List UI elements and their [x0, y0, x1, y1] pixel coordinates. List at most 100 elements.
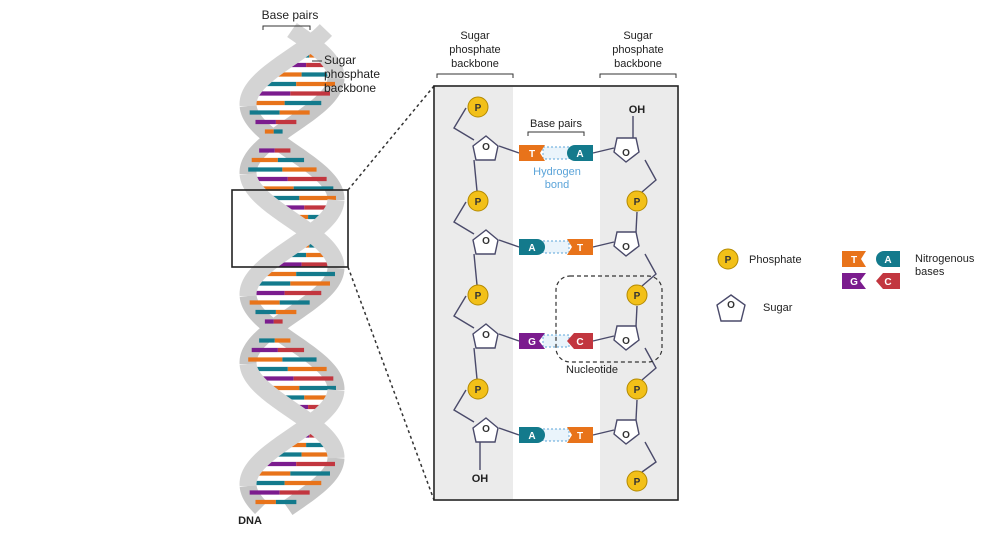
helix-base-pairs-label: Base pairs: [262, 8, 319, 22]
legend-sugar-letter: O: [727, 300, 735, 311]
right-backbone-label-2: phosphate: [612, 44, 663, 56]
helix-ribbon-front: [287, 22, 345, 79]
legend-phosphate-letter: P: [725, 255, 732, 266]
base-letter: T: [851, 255, 857, 266]
helix-ribbon-front: [239, 362, 345, 459]
left-backbone-label-3: backbone: [451, 58, 499, 70]
base-A-tag: A: [519, 239, 545, 255]
hydrogen-bond-label-2: bond: [545, 179, 569, 191]
legend-sugar-label: Sugar: [763, 302, 793, 314]
legend-bases-label-1: Nitrogenous: [915, 253, 975, 265]
base-letter: T: [577, 431, 583, 442]
oh-bottom-label: OH: [472, 473, 489, 485]
sugar-ring: [613, 231, 640, 257]
oh-top-label: OH: [629, 104, 646, 116]
base-C-tag: C: [567, 333, 593, 349]
base-letter: T: [529, 149, 535, 160]
helix-ribbon-front: [239, 389, 345, 487]
phosphate-circle: P: [626, 470, 648, 492]
sugar-o-label: O: [482, 142, 490, 153]
helix-backbone-label-3: backbone: [324, 81, 376, 95]
phosphate-circle: P: [467, 378, 489, 400]
sugar-ring: [472, 323, 499, 349]
base-T-tag: T: [519, 145, 545, 161]
base-T-tag: T: [567, 239, 593, 255]
sugar-ring: [472, 417, 499, 443]
helix-ribbon-front: [239, 199, 345, 297]
right-backbone-bracket: [599, 73, 677, 78]
helix-ribbon-front: [239, 24, 333, 107]
base-letter: A: [528, 431, 535, 442]
right-backbone-label-1: Sugar: [623, 30, 653, 42]
legend-bases-label-2: bases: [915, 266, 945, 278]
hydrogen-bond-label-1: Hydrogen: [533, 166, 581, 178]
left-backbone-label-2: phosphate: [449, 44, 500, 56]
right-backbone-label-3: backbone: [614, 58, 662, 70]
detail-base-pairs-bracket: [527, 131, 585, 136]
base-letter: G: [850, 277, 858, 288]
phosphate-letter: P: [475, 385, 482, 396]
base-C-tag: C: [876, 273, 900, 289]
sugar-o-label: O: [622, 430, 630, 441]
phosphate-letter: P: [634, 385, 641, 396]
phosphate-letter: P: [634, 197, 641, 208]
nucleotide-outline: [555, 275, 663, 363]
base-letter: T: [577, 243, 583, 254]
phosphate-letter: P: [475, 291, 482, 302]
phosphate-circle: P: [626, 284, 648, 306]
base-G-tag: G: [842, 273, 866, 289]
phosphate-letter: P: [475, 197, 482, 208]
zoom-line-top: [347, 85, 435, 191]
phosphate-circle: P: [467, 96, 489, 118]
detail-panel: O O O O: [433, 85, 679, 501]
helix-ribbon-back: [239, 104, 345, 201]
legend-sugar-icon: O: [716, 294, 746, 322]
left-backbone-label-1: Sugar: [460, 30, 490, 42]
zoom-box: [231, 189, 349, 268]
dna-helix: [239, 22, 345, 515]
helix-base-pairs-bracket: [262, 25, 311, 30]
nucleotide-label: Nucleotide: [566, 364, 618, 376]
right-backbone-strand: [592, 116, 657, 473]
base-letter: G: [528, 337, 536, 348]
sugar-o-label: O: [622, 336, 630, 347]
sugar-o-label: O: [482, 330, 490, 341]
helix-backbone-label-2: phosphate: [324, 67, 380, 81]
base-A-tag: A: [519, 427, 545, 443]
right-sugars: [613, 137, 640, 445]
base-letter: A: [576, 149, 583, 160]
phosphate-circle: P: [467, 190, 489, 212]
left-backbone-bracket: [436, 73, 514, 78]
legend-phosphate-label: Phosphate: [749, 254, 802, 266]
base-letter: C: [884, 277, 891, 288]
sugar-o-label: O: [482, 424, 490, 435]
left-backbone-header: Sugar phosphate backbone: [436, 30, 514, 78]
helix-ribbon-back: [239, 294, 345, 391]
detail-panel-frame: [433, 85, 679, 501]
right-sugar-o-labels: O O O O: [622, 148, 630, 441]
phosphate-letter: P: [475, 103, 482, 114]
sugar-ring: [613, 137, 640, 163]
phosphate-circle: P: [467, 284, 489, 306]
phosphate-letter: P: [634, 477, 641, 488]
phosphate-circle: P: [626, 378, 648, 400]
sugar-ring: [472, 229, 499, 255]
helix-ribbon-back: [239, 484, 268, 515]
left-sugars: [472, 135, 499, 443]
legend-phosphate-icon: P: [717, 248, 739, 270]
helix-backbone-label-1: Sugar: [324, 53, 356, 67]
zoom-line-bottom: [347, 266, 435, 501]
hydrogen-bond: [542, 240, 570, 254]
base-T-tag: T: [842, 251, 866, 267]
phosphate-circle: P: [626, 190, 648, 212]
base-A-tag: A: [567, 145, 593, 161]
sugar-ring: [472, 135, 499, 161]
hydrogen-bond: [542, 428, 570, 442]
